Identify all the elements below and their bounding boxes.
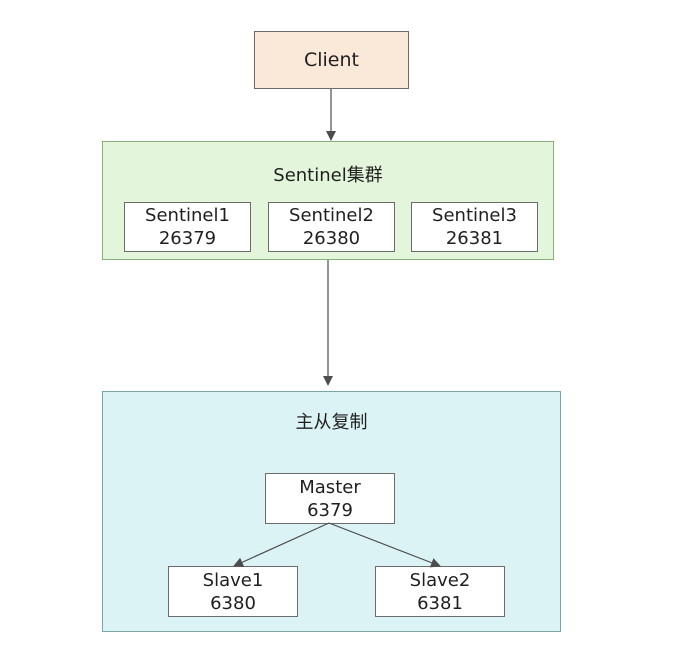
slave-node-2-port: 6381 bbox=[417, 592, 463, 614]
slave-node-1-name: Slave1 bbox=[202, 569, 264, 591]
sentinel-node-1-name: Sentinel1 bbox=[145, 205, 230, 226]
replication-title: 主从复制 bbox=[295, 412, 368, 433]
master-node: Master 6379 bbox=[265, 473, 395, 524]
sentinel-node-3: Sentinel3 26381 bbox=[411, 202, 538, 252]
sentinel-cluster-title: Sentinel集群 bbox=[273, 165, 383, 186]
sentinel-node-1-port: 26379 bbox=[158, 228, 217, 249]
slave-node-2: Slave2 6381 bbox=[375, 566, 505, 617]
sentinel-cluster-group: Sentinel集群 Sentinel1 26379 Sentinel2 263… bbox=[102, 141, 554, 260]
slave-node-1-port: 6380 bbox=[210, 592, 256, 614]
master-node-port: 6379 bbox=[307, 499, 353, 521]
client-label: Client bbox=[303, 49, 359, 71]
slave-node-1: Slave1 6380 bbox=[168, 566, 298, 617]
master-node-name: Master bbox=[299, 476, 361, 498]
slave-node-2-name: Slave2 bbox=[409, 569, 471, 591]
sentinel-node-2-port: 26380 bbox=[302, 228, 361, 249]
client-box: Client bbox=[254, 31, 409, 89]
sentinel-node-2: Sentinel2 26380 bbox=[268, 202, 395, 252]
replication-group: 主从复制 Master 6379 Slave1 6380 Slave2 6381 bbox=[102, 391, 561, 632]
sentinel-node-1: Sentinel1 26379 bbox=[124, 202, 251, 252]
sentinel-node-3-name: Sentinel3 bbox=[432, 205, 517, 226]
sentinel-node-2-name: Sentinel2 bbox=[289, 205, 374, 226]
sentinel-node-3-port: 26381 bbox=[445, 228, 504, 249]
